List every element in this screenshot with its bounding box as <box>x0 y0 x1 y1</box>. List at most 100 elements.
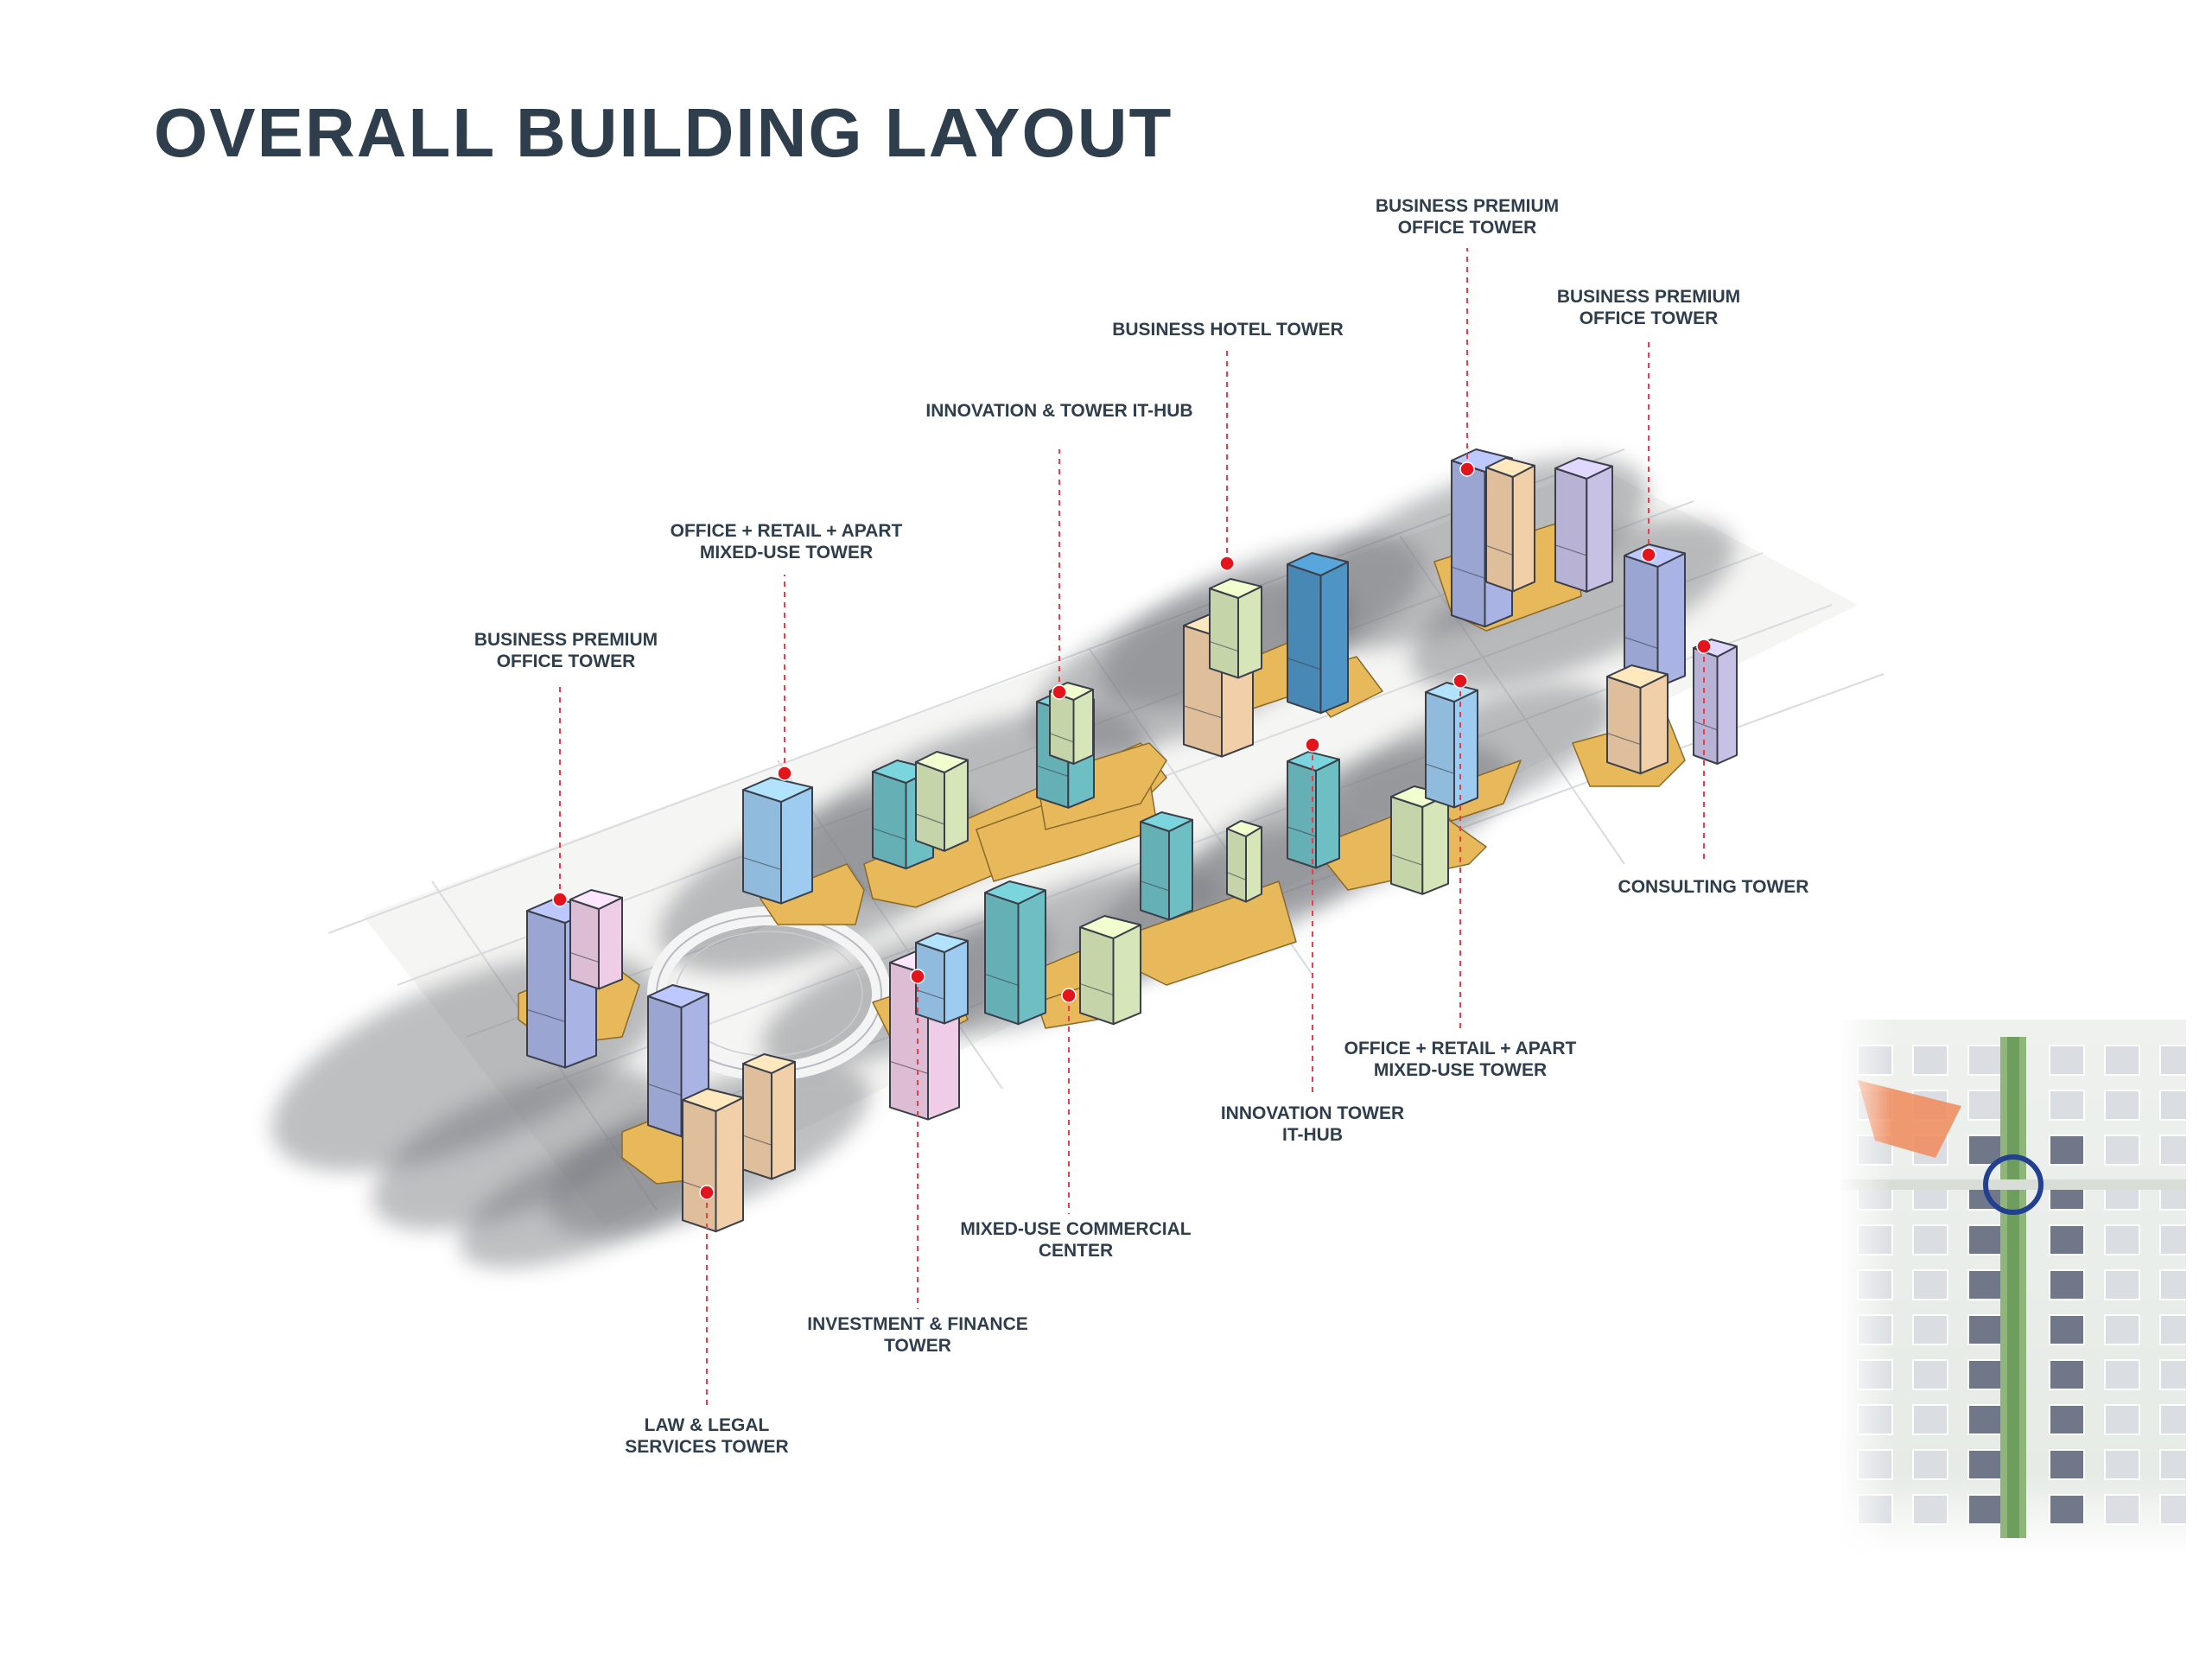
tower-lilac <box>1693 639 1738 765</box>
tower-setback-line <box>915 988 945 1000</box>
tower-front-face <box>1485 467 1514 593</box>
tower-side-face <box>780 786 813 905</box>
tower-pale-green <box>915 751 969 852</box>
tower-side-face <box>1319 561 1349 715</box>
tower-setback-line <box>984 973 1019 986</box>
tower-setback-line <box>889 1060 929 1074</box>
tower-peach <box>1485 457 1535 593</box>
tower-front-face <box>872 771 907 870</box>
tower-side-face <box>944 759 969 852</box>
tower-roof <box>742 777 813 803</box>
tower-setback-line <box>1183 705 1223 719</box>
tower-peach <box>1606 664 1669 775</box>
tower-setback-line <box>1209 641 1239 652</box>
tower-roof <box>984 880 1046 905</box>
tower-roof <box>1287 552 1349 576</box>
tower-setback-line <box>1287 658 1321 671</box>
leader-lines <box>559 248 1705 1408</box>
tower-pale-green <box>1079 915 1141 1026</box>
tower-side-face <box>1017 889 1046 1026</box>
tower-front-face <box>1554 467 1588 593</box>
tower-side-face <box>1315 758 1340 869</box>
tower-side-face <box>771 1060 796 1180</box>
tower-front-face <box>1606 676 1642 775</box>
location-marker-dot <box>552 892 568 907</box>
towers <box>526 448 1738 1233</box>
location-marker-dot <box>910 969 925 984</box>
tower-roof <box>1425 682 1478 702</box>
tower-front-face <box>1049 690 1075 765</box>
location-marker-dot <box>777 766 792 781</box>
tower-front-face <box>742 1063 772 1180</box>
tower-setback-line <box>647 1084 682 1096</box>
tower-front-face <box>1209 588 1239 679</box>
tower-roof <box>1485 457 1535 478</box>
tower-roof <box>1554 457 1613 480</box>
tower-front-face <box>1451 460 1486 628</box>
tower-side-face <box>944 939 969 1025</box>
tower-pink <box>569 889 623 990</box>
tower-setback-line <box>1425 763 1455 774</box>
tower-setback-line <box>1287 826 1317 837</box>
tower-front-face <box>1140 821 1170 921</box>
tower-setback-line <box>742 856 782 870</box>
tower-sky-blue <box>1425 682 1478 809</box>
tower-setback-line <box>742 1135 772 1146</box>
tower-roof <box>569 889 623 910</box>
podium-block <box>760 863 865 925</box>
building-shadow <box>372 1068 664 1230</box>
tower-setback-line <box>1036 765 1069 777</box>
tower-side-face <box>1072 689 1094 765</box>
tower-roof <box>1209 578 1262 599</box>
location-marker-dot <box>1305 737 1320 753</box>
tower-front-face <box>1287 563 1322 715</box>
tower-front-face <box>1425 691 1455 809</box>
tower-sky-blue <box>915 932 969 1025</box>
tower-front-face <box>1693 647 1719 765</box>
tower-setback-line <box>1554 544 1587 556</box>
tower-setback-line <box>526 1008 566 1022</box>
tower-setback-line <box>1606 733 1641 746</box>
tower-sky-blue <box>742 777 813 905</box>
location-marker-dot <box>1219 556 1235 571</box>
tower-pale-green <box>1226 820 1262 903</box>
tower-peach <box>742 1053 796 1180</box>
tower-front-face <box>1390 796 1424 895</box>
tower-front-face <box>682 1099 717 1233</box>
tower-side-face <box>1112 924 1141 1026</box>
page-title: OVERALL BUILDING LAYOUT <box>154 94 1173 171</box>
tower-side-face <box>1656 552 1686 689</box>
tower-teal <box>1140 811 1193 921</box>
tower-setback-line <box>872 828 906 841</box>
tower-side-face <box>1237 585 1262 679</box>
tower-setback-line <box>1624 636 1658 649</box>
tower-setback-line <box>1049 733 1074 743</box>
location-marker-dot <box>1052 684 1067 700</box>
tower-side-face <box>715 1096 744 1233</box>
tower-side-face <box>1716 645 1738 765</box>
tower-front-face <box>1226 828 1247 903</box>
tower-roof <box>1140 811 1193 832</box>
tower-setback-line <box>915 813 945 825</box>
tower-roof <box>1226 820 1262 837</box>
tower-roof <box>915 751 969 773</box>
tower-side-face <box>1586 465 1613 593</box>
tower-setback-line <box>569 952 600 963</box>
tower-front-face <box>742 789 782 905</box>
location-marker-dot <box>1696 639 1712 654</box>
tower-setback-line <box>1140 880 1170 892</box>
location-markers <box>552 461 1712 1200</box>
tower-setback-line <box>1485 544 1514 556</box>
tower-front-face <box>984 892 1020 1026</box>
location-marker-dot <box>1452 673 1468 689</box>
label-innovation-tower-it-hub: INNOVATION & TOWER IT-HUB <box>925 401 1193 421</box>
tower-teal <box>1287 751 1340 869</box>
tower-front-face <box>915 761 945 852</box>
